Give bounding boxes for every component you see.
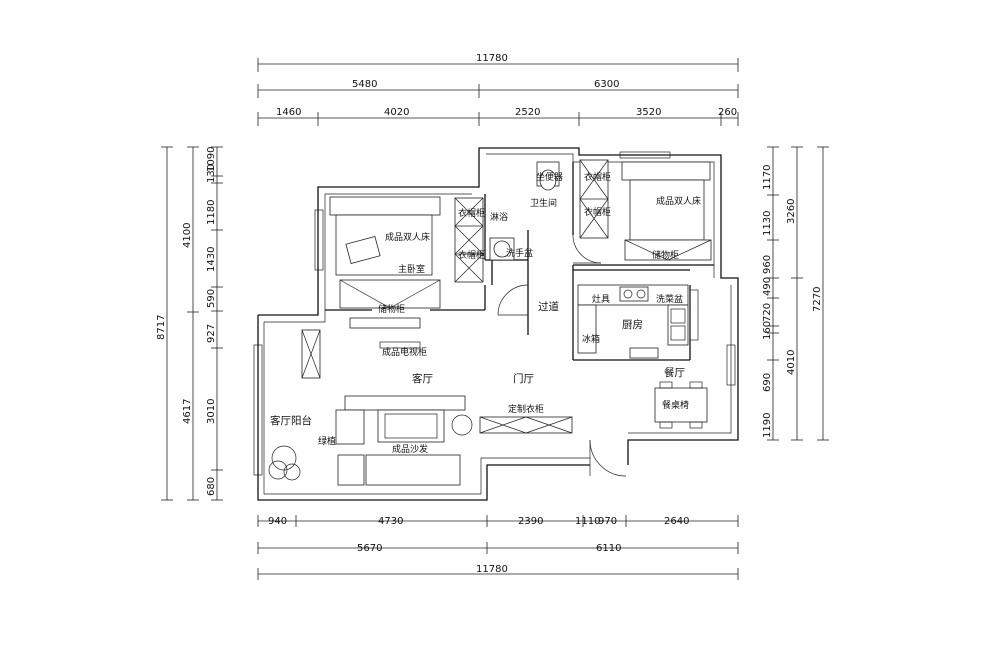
bottom-dimensions: 940 4730 2390 1110 970 2640 5670 6110 11… bbox=[257, 515, 739, 580]
tv-cabinet-label: 成品电视柜 bbox=[382, 346, 427, 358]
dim-left-third-7: 3010 bbox=[206, 399, 217, 424]
dim-right-second-1: 3260 bbox=[786, 199, 797, 224]
second-bedroom: 衣帽柜 衣帽柜 成品双人床 储物柜 bbox=[579, 159, 712, 261]
shower-label: 淋浴 bbox=[490, 211, 508, 223]
dim-left-second-2: 4617 bbox=[182, 399, 193, 424]
dim-bottom-first-1: 940 bbox=[268, 516, 287, 527]
dim-bottom-second-1: 5670 bbox=[357, 543, 382, 554]
dim-right-first-7: 690 bbox=[762, 373, 773, 392]
living-room-label: 客厅 bbox=[412, 372, 433, 385]
dim-bottom-first-5: 970 bbox=[598, 516, 617, 527]
dim-bottom-second-2: 6110 bbox=[596, 543, 621, 554]
dim-bottom-first-2: 4730 bbox=[378, 516, 403, 527]
master-bedroom: 成品双人床 主卧室 衣帽柜 衣帽柜 储物柜 成品电视柜 bbox=[329, 196, 485, 358]
dim-top-second-2: 6300 bbox=[594, 79, 619, 90]
dim-right-total: 7270 bbox=[812, 287, 823, 312]
plant-label: 绿植 bbox=[318, 435, 336, 447]
master-storage-label: 储物柜 bbox=[378, 303, 405, 315]
dim-right-first-1: 1170 bbox=[762, 165, 773, 190]
left-dimensions: 8717 4100 4617 1090 130 1180 1430 590 92… bbox=[156, 147, 223, 501]
dim-top-third-5: 260 bbox=[718, 107, 737, 118]
dim-right-first-2: 1130 bbox=[762, 211, 773, 236]
dim-top-second-1: 5480 bbox=[352, 79, 377, 90]
master-bed-label: 成品双人床 bbox=[385, 231, 430, 243]
dim-top-third-4: 3520 bbox=[636, 107, 661, 118]
dim-bottom-first-6: 2640 bbox=[664, 516, 689, 527]
second-wardrobe-1-label: 衣帽柜 bbox=[584, 171, 611, 183]
top-dimensions: 11780 5480 6300 1460 4020 2520 3520 260 bbox=[257, 53, 739, 126]
living-dining: 客厅 门厅 餐厅 餐桌椅 定制衣柜 成品沙发 客厅阳台 绿植 bbox=[268, 329, 708, 486]
sink-label: 洗菜盆 bbox=[656, 293, 683, 305]
dim-left-third-6: 927 bbox=[206, 324, 217, 343]
toilet-label: 坐便器 bbox=[536, 171, 563, 183]
dim-top-third-3: 2520 bbox=[515, 107, 540, 118]
dining-table-label: 餐桌椅 bbox=[662, 399, 689, 411]
stove-label: 灶具 bbox=[592, 293, 610, 305]
dim-top-third-2: 4020 bbox=[384, 107, 409, 118]
dim-bottom-first-4: 1110 bbox=[575, 516, 600, 527]
bathroom: 坐便器 卫生间 淋浴 洗手盆 过道 bbox=[489, 161, 563, 313]
kitchen: 灶具 洗菜盆 冰箱 厨房 bbox=[577, 284, 689, 359]
second-bed-label: 成品双人床 bbox=[656, 195, 701, 207]
master-bedroom-label: 主卧室 bbox=[398, 263, 425, 275]
basin-label: 洗手盆 bbox=[506, 247, 533, 259]
sofa-label: 成品沙发 bbox=[392, 443, 428, 455]
dim-left-third-3: 1180 bbox=[206, 200, 217, 225]
dim-top-third-1: 1460 bbox=[276, 107, 301, 118]
master-wardrobe-1-label: 衣帽柜 bbox=[458, 207, 485, 219]
dim-left-third-1: 1090 bbox=[206, 147, 217, 172]
bathroom-label: 卫生间 bbox=[530, 197, 557, 209]
dim-bottom-first-3: 2390 bbox=[518, 516, 543, 527]
dim-right-first-6: 160 bbox=[762, 321, 773, 340]
right-dimensions: 1170 1130 960 490 720 160 690 1190 3260 … bbox=[762, 146, 829, 441]
balcony-label: 客厅阳台 bbox=[270, 414, 312, 427]
dim-top-total: 11780 bbox=[476, 53, 508, 64]
dim-left-total: 8717 bbox=[156, 315, 167, 340]
second-storage-label: 储物柜 bbox=[652, 249, 679, 261]
dim-left-third-5: 590 bbox=[206, 289, 217, 308]
walls bbox=[253, 147, 739, 501]
dim-left-third-2: 130 bbox=[206, 164, 217, 183]
fridge-label: 冰箱 bbox=[582, 333, 600, 345]
dim-right-first-4: 490 bbox=[762, 277, 773, 296]
dim-bottom-total: 11780 bbox=[476, 564, 508, 575]
dim-right-first-3: 960 bbox=[762, 255, 773, 274]
custom-cabinet-label: 定制衣柜 bbox=[508, 403, 544, 415]
master-wardrobe-2-label: 衣帽柜 bbox=[458, 249, 485, 261]
corridor-label: 过道 bbox=[538, 300, 559, 313]
dining-label: 餐厅 bbox=[664, 366, 685, 379]
dim-right-first-5: 720 bbox=[762, 303, 773, 322]
foyer-label: 门厅 bbox=[513, 372, 534, 385]
dim-right-first-8: 1190 bbox=[762, 413, 773, 438]
second-wardrobe-2-label: 衣帽柜 bbox=[584, 206, 611, 218]
kitchen-label: 厨房 bbox=[622, 318, 643, 331]
dim-left-third-4: 1430 bbox=[206, 247, 217, 272]
dim-left-third-8: 680 bbox=[206, 477, 217, 496]
dim-right-second-2: 4010 bbox=[786, 350, 797, 375]
dim-left-second-1: 4100 bbox=[182, 223, 193, 248]
